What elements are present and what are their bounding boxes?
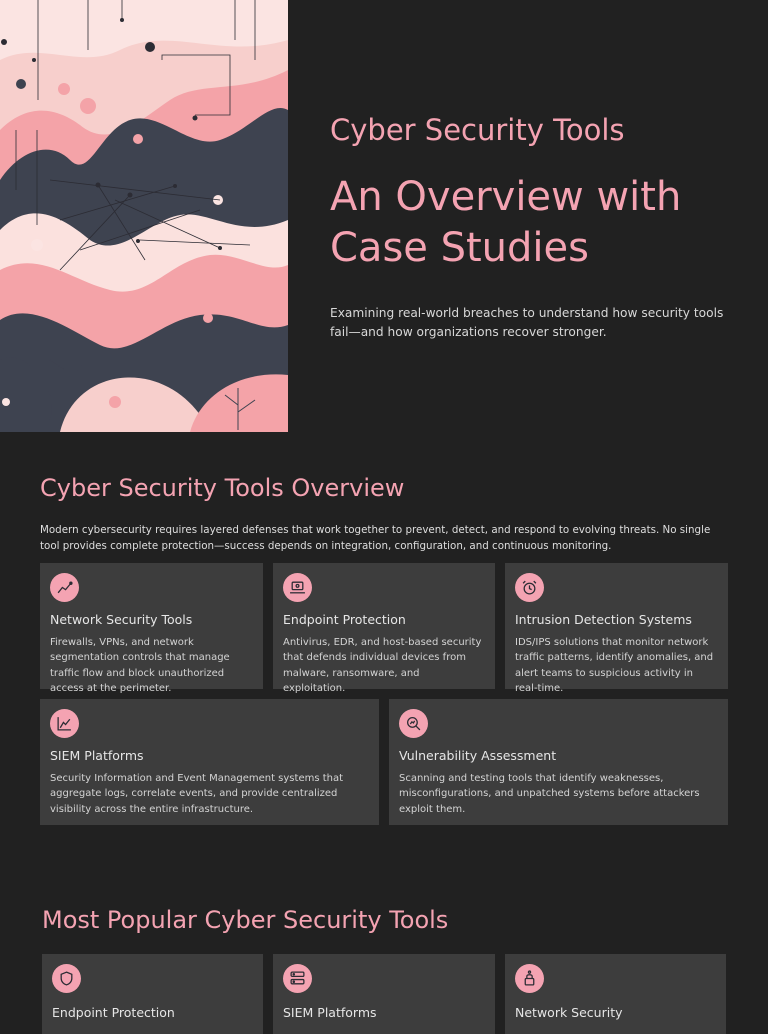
card-description: Firewalls, VPNs, and network segmentatio…	[50, 637, 230, 694]
card-endpoint-protection: Endpoint Protection Antivirus, EDR, and …	[273, 563, 495, 694]
card-description: Security Information and Event Managemen…	[50, 773, 344, 815]
card-title: Network Security	[515, 1005, 623, 1020]
hero-illustration	[0, 0, 288, 432]
card-title: Endpoint Protection	[283, 612, 406, 627]
popular-card-siem-platforms: SIEM Platforms	[273, 954, 495, 1034]
card-description: Scanning and testing tools that identify…	[399, 773, 700, 815]
card-network-security-tools: Network Security Tools Firewalls, VPNs, …	[40, 563, 263, 694]
popular-title: Most Popular Cyber Security Tools	[42, 906, 449, 934]
card-title: Network Security Tools	[50, 612, 193, 627]
card-intrusion-detection: Intrusion Detection Systems IDS/IPS solu…	[505, 563, 728, 694]
hero-headline-line2: Case Studies	[330, 225, 589, 271]
card-vulnerability-assessment: Vulnerability Assessment Scanning and te…	[389, 699, 728, 825]
laptop-icon	[283, 573, 312, 602]
card-description: Antivirus, EDR, and host-based security …	[283, 637, 482, 694]
server-icon	[283, 964, 312, 993]
hero-headline: An Overview with Case Studies	[330, 172, 730, 274]
card-title: Endpoint Protection	[52, 1005, 175, 1020]
card-title: SIEM Platforms	[50, 748, 144, 763]
hero-kicker: Cyber Security Tools	[330, 113, 625, 147]
chart-line-icon	[50, 573, 79, 602]
overview-title: Cyber Security Tools Overview	[40, 474, 405, 502]
overview-intro: Modern cybersecurity requires layered de…	[40, 524, 711, 552]
card-title: Intrusion Detection Systems	[515, 612, 692, 627]
card-title: Vulnerability Assessment	[399, 748, 557, 763]
alarm-icon	[515, 573, 544, 602]
chart-area-icon	[50, 709, 79, 738]
card-siem-platforms: SIEM Platforms Security Information and …	[40, 699, 379, 825]
hero-text: Cyber Security Tools An Overview with Ca…	[330, 112, 730, 342]
card-description: IDS/IPS solutions that monitor network t…	[515, 637, 714, 694]
shield-icon	[52, 964, 81, 993]
hero-lede: Examining real-world breaches to underst…	[330, 306, 724, 339]
popular-card-endpoint-protection: Endpoint Protection	[42, 954, 263, 1034]
hero-headline-line1: An Overview with	[330, 174, 682, 220]
magnifier-chart-icon	[399, 709, 428, 738]
popular-card-network-security: Network Security	[505, 954, 726, 1034]
card-title: SIEM Platforms	[283, 1005, 377, 1020]
network-lock-icon	[515, 964, 544, 993]
